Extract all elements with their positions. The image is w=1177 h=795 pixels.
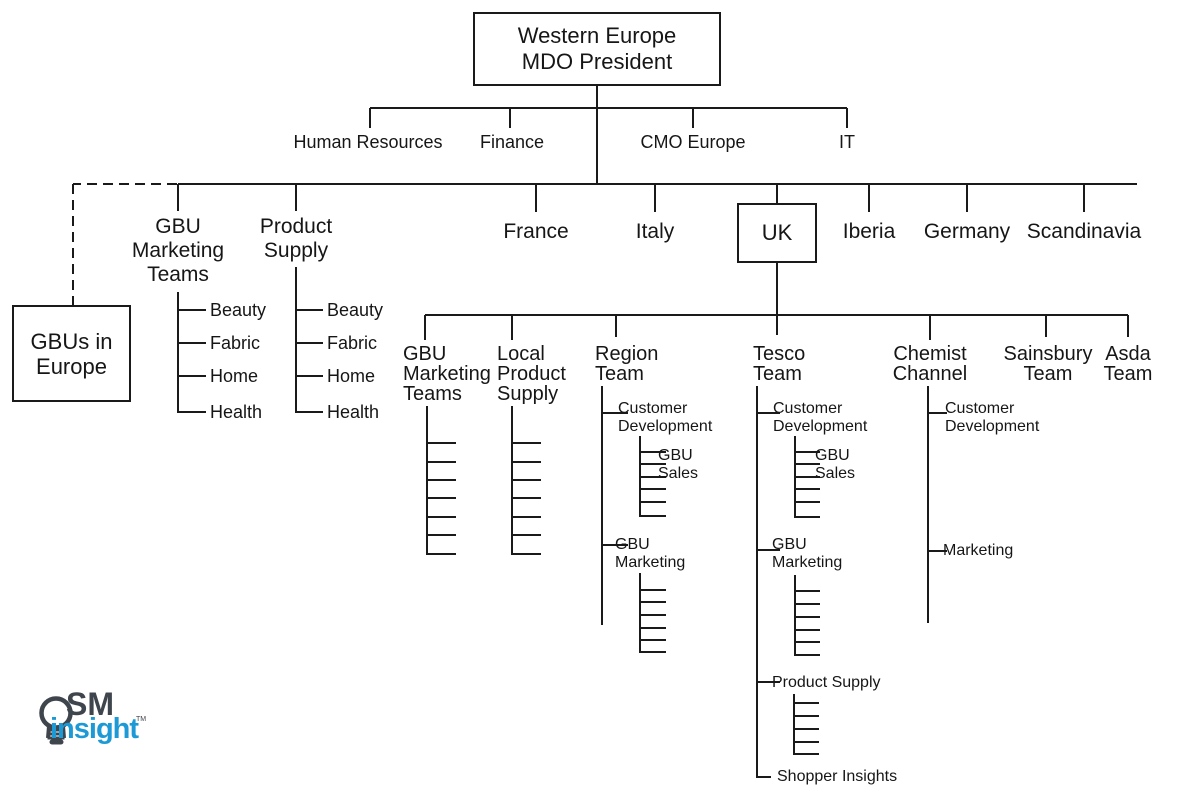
node-uk-local-product-supply: Local Product Supply	[497, 343, 566, 405]
logo-insight-text: insight	[50, 713, 139, 745]
node-cmo-europe: CMO Europe	[640, 132, 746, 152]
node-human-resources: Human Resources	[293, 132, 443, 152]
node-tesco-product-supply: Product Supply	[772, 674, 881, 691]
chemist-channel-lines	[927, 386, 947, 623]
uk-subtree-lines	[424, 263, 1129, 340]
node-gbu-mt-health: Health	[210, 402, 263, 422]
node-gbu-mt-fabric: Fabric	[210, 333, 261, 353]
node-region-gbu-marketing: GBU Marketing	[615, 536, 686, 571]
node-region-customer-development: Customer Development	[618, 400, 713, 435]
product-supply-list-lines	[295, 267, 323, 413]
logo-sm-text: SM	[66, 686, 114, 722]
node-it: IT	[839, 132, 855, 152]
president-box: Western Europe MDO President	[473, 12, 721, 86]
node-chemist-marketing: Marketing	[943, 542, 1014, 559]
node-uk-gbu-marketing-teams: GBU Marketing Teams	[403, 343, 491, 405]
node-iberia: Iberia	[842, 220, 896, 243]
node-ps-home: Home	[327, 366, 376, 386]
node-uk-region-team: Region Team	[595, 343, 659, 385]
node-ps-health: Health	[327, 402, 380, 422]
uk-gbu-marketing-empty-list-lines	[426, 406, 456, 555]
node-gbu-mt-home: Home	[210, 366, 259, 386]
node-germany: Germany	[923, 220, 1011, 243]
local-product-supply-empty-list-lines	[511, 406, 541, 555]
node-gbu-mt-beauty: Beauty	[210, 300, 267, 320]
node-italy: Italy	[635, 220, 675, 243]
node-region-gbu-sales: GBU Sales	[658, 447, 699, 482]
node-product-supply: Product Supply	[259, 215, 333, 262]
node-gbu-marketing-teams: GBU Marketing Teams	[131, 215, 225, 286]
uk-box: UK	[737, 203, 817, 263]
lightbulb-icon	[39, 696, 73, 745]
node-tesco-shopper-insights: Shopper Insights	[777, 768, 898, 785]
node-tesco-customer-development: Customer Development	[773, 400, 868, 435]
sm-insight-logo: SM insight TM	[34, 684, 164, 762]
node-tesco-gbu-marketing: GBU Marketing	[772, 536, 843, 571]
region-team-lines	[601, 386, 666, 653]
node-ps-fabric: Fabric	[327, 333, 378, 353]
node-scandinavia: Scandinavia	[1026, 220, 1142, 243]
main-division-lines	[177, 183, 1137, 212]
node-finance: Finance	[479, 132, 545, 152]
node-france: France	[503, 220, 569, 243]
logo-trademark: TM	[136, 716, 147, 723]
node-ps-beauty: Beauty	[327, 300, 384, 320]
node-uk-chemist-channel: Chemist Channel	[892, 343, 968, 385]
node-uk-tesco-team: Tesco Team	[753, 343, 806, 385]
node-chemist-customer-development: Customer Development	[945, 400, 1040, 435]
tesco-team-lines	[756, 386, 820, 778]
dashed-gbus-connector	[72, 183, 177, 305]
node-uk-asda-team: Asda Team	[1103, 343, 1153, 385]
gbus-in-europe-box: GBUs in Europe	[12, 305, 131, 402]
gbu-marketing-teams-list-lines	[177, 292, 206, 413]
node-uk-sainsbury-team: Sainsbury Team	[1003, 343, 1093, 385]
trunk-and-staff-lines	[369, 86, 848, 185]
node-tesco-gbu-sales: GBU Sales	[815, 447, 856, 482]
